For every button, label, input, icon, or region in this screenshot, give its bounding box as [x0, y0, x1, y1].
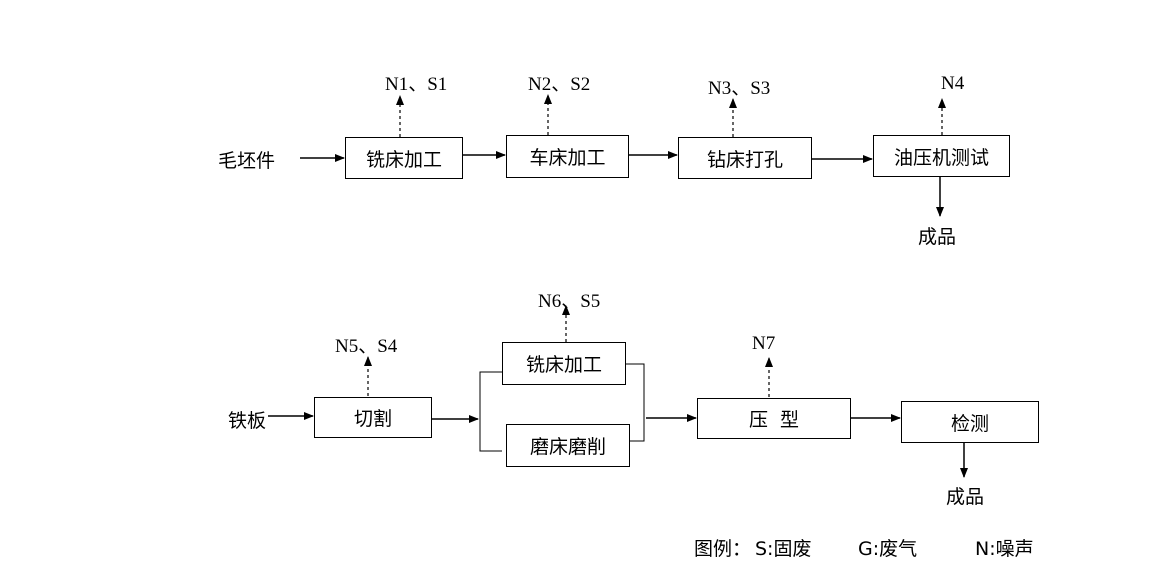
- emission-label-5: N5、S4: [335, 336, 398, 357]
- step-drilling-label: 钻床打孔: [706, 148, 783, 171]
- step-press-test: 油压机测试: [873, 135, 1010, 177]
- legend-title: 图例：: [694, 538, 752, 560]
- step-inspection: 检测: [901, 401, 1039, 443]
- step-lathe-label: 车床加工: [529, 147, 606, 169]
- step-cutting: 切割: [314, 397, 432, 438]
- process1-output-label: 成品: [918, 226, 957, 248]
- emission-label-7: N7: [752, 333, 776, 354]
- emission-label-6: N6、S5: [538, 291, 601, 312]
- process2-input-label: 铁板: [228, 410, 267, 432]
- step-lathe: 车床加工: [506, 135, 629, 178]
- step-inspection-label: 检测: [950, 412, 989, 435]
- step-pressing-label: 压 型: [748, 409, 800, 431]
- step-grinding-label: 磨床磨削: [529, 436, 606, 458]
- step-branch-milling-label: 铣床加工: [525, 354, 602, 376]
- step-milling: 铣床加工: [345, 137, 463, 179]
- legend-item-exhaust-gas: G:废气: [858, 538, 918, 560]
- step-drilling: 钻床打孔: [678, 137, 812, 179]
- branch-split: [479, 371, 502, 452]
- step-milling-label: 铣床加工: [365, 148, 442, 171]
- emission-label-2: N2、S2: [528, 74, 591, 95]
- step-grinding: 磨床磨削: [506, 424, 630, 467]
- legend-item-solid-waste: S:固废: [755, 538, 812, 560]
- process2-output-label: 成品: [946, 486, 985, 508]
- step-branch-milling: 铣床加工: [502, 342, 626, 385]
- step-press-test-label: 油压机测试: [893, 146, 989, 169]
- branch-merge: [626, 363, 645, 442]
- legend-item-noise: N:噪声: [975, 538, 1034, 560]
- step-cutting-label: 切割: [353, 408, 392, 430]
- step-pressing: 压 型: [697, 398, 851, 439]
- emission-label-1: N1、S1: [385, 74, 448, 95]
- emission-label-4: N4: [941, 73, 965, 94]
- emission-label-3: N3、S3: [708, 78, 771, 99]
- process1-input-label: 毛坯件: [218, 150, 276, 172]
